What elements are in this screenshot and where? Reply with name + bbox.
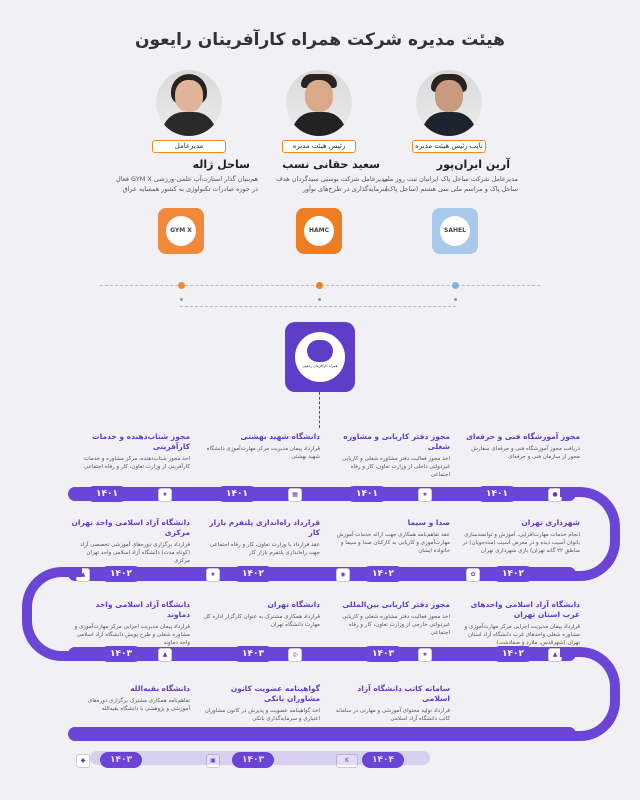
member-role: مدیرعامل xyxy=(152,140,226,153)
company-logo-sahel: SAHEL xyxy=(432,208,478,254)
timeline-dot xyxy=(452,282,459,289)
organization-logo-icon: ★ xyxy=(418,488,432,502)
member-desc: مدیرعامل شرکت بوسیی سیدگردان هدف سرمایه‌… xyxy=(276,175,388,193)
timeline-bar xyxy=(68,487,576,501)
organization-logo-icon: ★ xyxy=(206,568,220,582)
timeline-bar xyxy=(68,727,576,741)
timeline-curve xyxy=(560,647,620,741)
timeline-bar xyxy=(68,647,576,661)
member-role: نایب رئیس هیئت مدیره xyxy=(412,140,486,153)
divider xyxy=(180,306,456,307)
milestone-card: دانشگاه آزاد اسلامی واحدهای غرب استان ته… xyxy=(464,600,580,646)
timeline-bar xyxy=(68,567,576,581)
organization-logo-icon: ● xyxy=(548,488,562,502)
broadcaster-logo-icon: ◉ xyxy=(336,568,350,582)
qr-code-icon: ▦ xyxy=(288,488,302,502)
year-badge: ۱۴۰۲ xyxy=(362,566,404,582)
university-logo-icon: ▲ xyxy=(158,648,172,662)
page-title: هیئت مدیره شرکت همراه کارآفرینان رایعون xyxy=(135,30,505,50)
year-badge: ۱۴۰۱ xyxy=(86,486,128,502)
member-name: سعید حقانی نسب xyxy=(282,158,380,171)
year-badge: ۱۴۰۳ xyxy=(362,646,404,662)
year-badge: ۱۴۰۳ xyxy=(100,752,142,768)
timeline-dot xyxy=(454,298,457,301)
year-badge: ۱۴۰۲ xyxy=(492,566,534,582)
member-desc: مدیرعامل شرکت ساحل پاک ایرانیان ثبت روز … xyxy=(382,175,518,193)
company-logo-gymx: GYM X xyxy=(158,208,204,254)
member-photo xyxy=(156,70,222,136)
company-logo-rayoun: همراه کارآفرینان رایعون xyxy=(285,322,355,392)
rayoun-logo-icon: همراه کارآفرینان رایعون xyxy=(295,332,345,382)
hamc-logo-icon: HAMC xyxy=(304,216,334,246)
year-badge: ۱۴۰۳ xyxy=(232,752,274,768)
timeline-curve xyxy=(22,567,82,661)
organization-logo-icon: ★ xyxy=(418,648,432,662)
sahel-logo-icon: SAHEL xyxy=(440,216,470,246)
connector-line xyxy=(319,392,320,428)
year-badge: ۱۴۰۲ xyxy=(100,566,142,582)
gymx-logo-icon: GYM X xyxy=(166,216,196,246)
year-badge: ۱۴۰۳ xyxy=(232,646,274,662)
year-badge: ۱۴۰۴ xyxy=(362,752,404,768)
timeline-bar xyxy=(90,751,430,765)
member-photo xyxy=(416,70,482,136)
year-badge: ۱۴۰۳ xyxy=(100,646,142,662)
member-photo xyxy=(286,70,352,136)
timeline-dot xyxy=(318,298,321,301)
kateb-logo-icon: K xyxy=(336,754,358,768)
university-logo-icon: ◎ xyxy=(288,648,302,662)
municipality-logo-icon: ✿ xyxy=(466,568,480,582)
timeline-dot xyxy=(178,282,185,289)
timeline-dot xyxy=(316,282,323,289)
member-name: ساحل ژاله xyxy=(192,158,250,171)
bank-logo-icon: ▣ xyxy=(206,754,220,768)
year-badge: ۱۴۰۲ xyxy=(232,566,274,582)
year-badge: ۱۴۰۲ xyxy=(492,646,534,662)
member-desc: هم‌بنیان گذار استارت‌آپ علمی-ورزشی GYM X… xyxy=(116,175,258,193)
member-role: رئیس هیئت مدیره xyxy=(282,140,356,153)
year-badge: ۱۴۰۱ xyxy=(476,486,518,502)
member-name: آرین ایران‌پور xyxy=(436,158,510,171)
timeline-dot xyxy=(180,298,183,301)
timeline-curve xyxy=(560,487,620,581)
company-logo-hamc: HAMC xyxy=(296,208,342,254)
year-badge: ۱۴۰۱ xyxy=(216,486,258,502)
university-logo-icon: ◆ xyxy=(76,754,90,768)
year-badge: ۱۴۰۱ xyxy=(346,486,388,502)
organization-logo-icon: ★ xyxy=(158,488,172,502)
